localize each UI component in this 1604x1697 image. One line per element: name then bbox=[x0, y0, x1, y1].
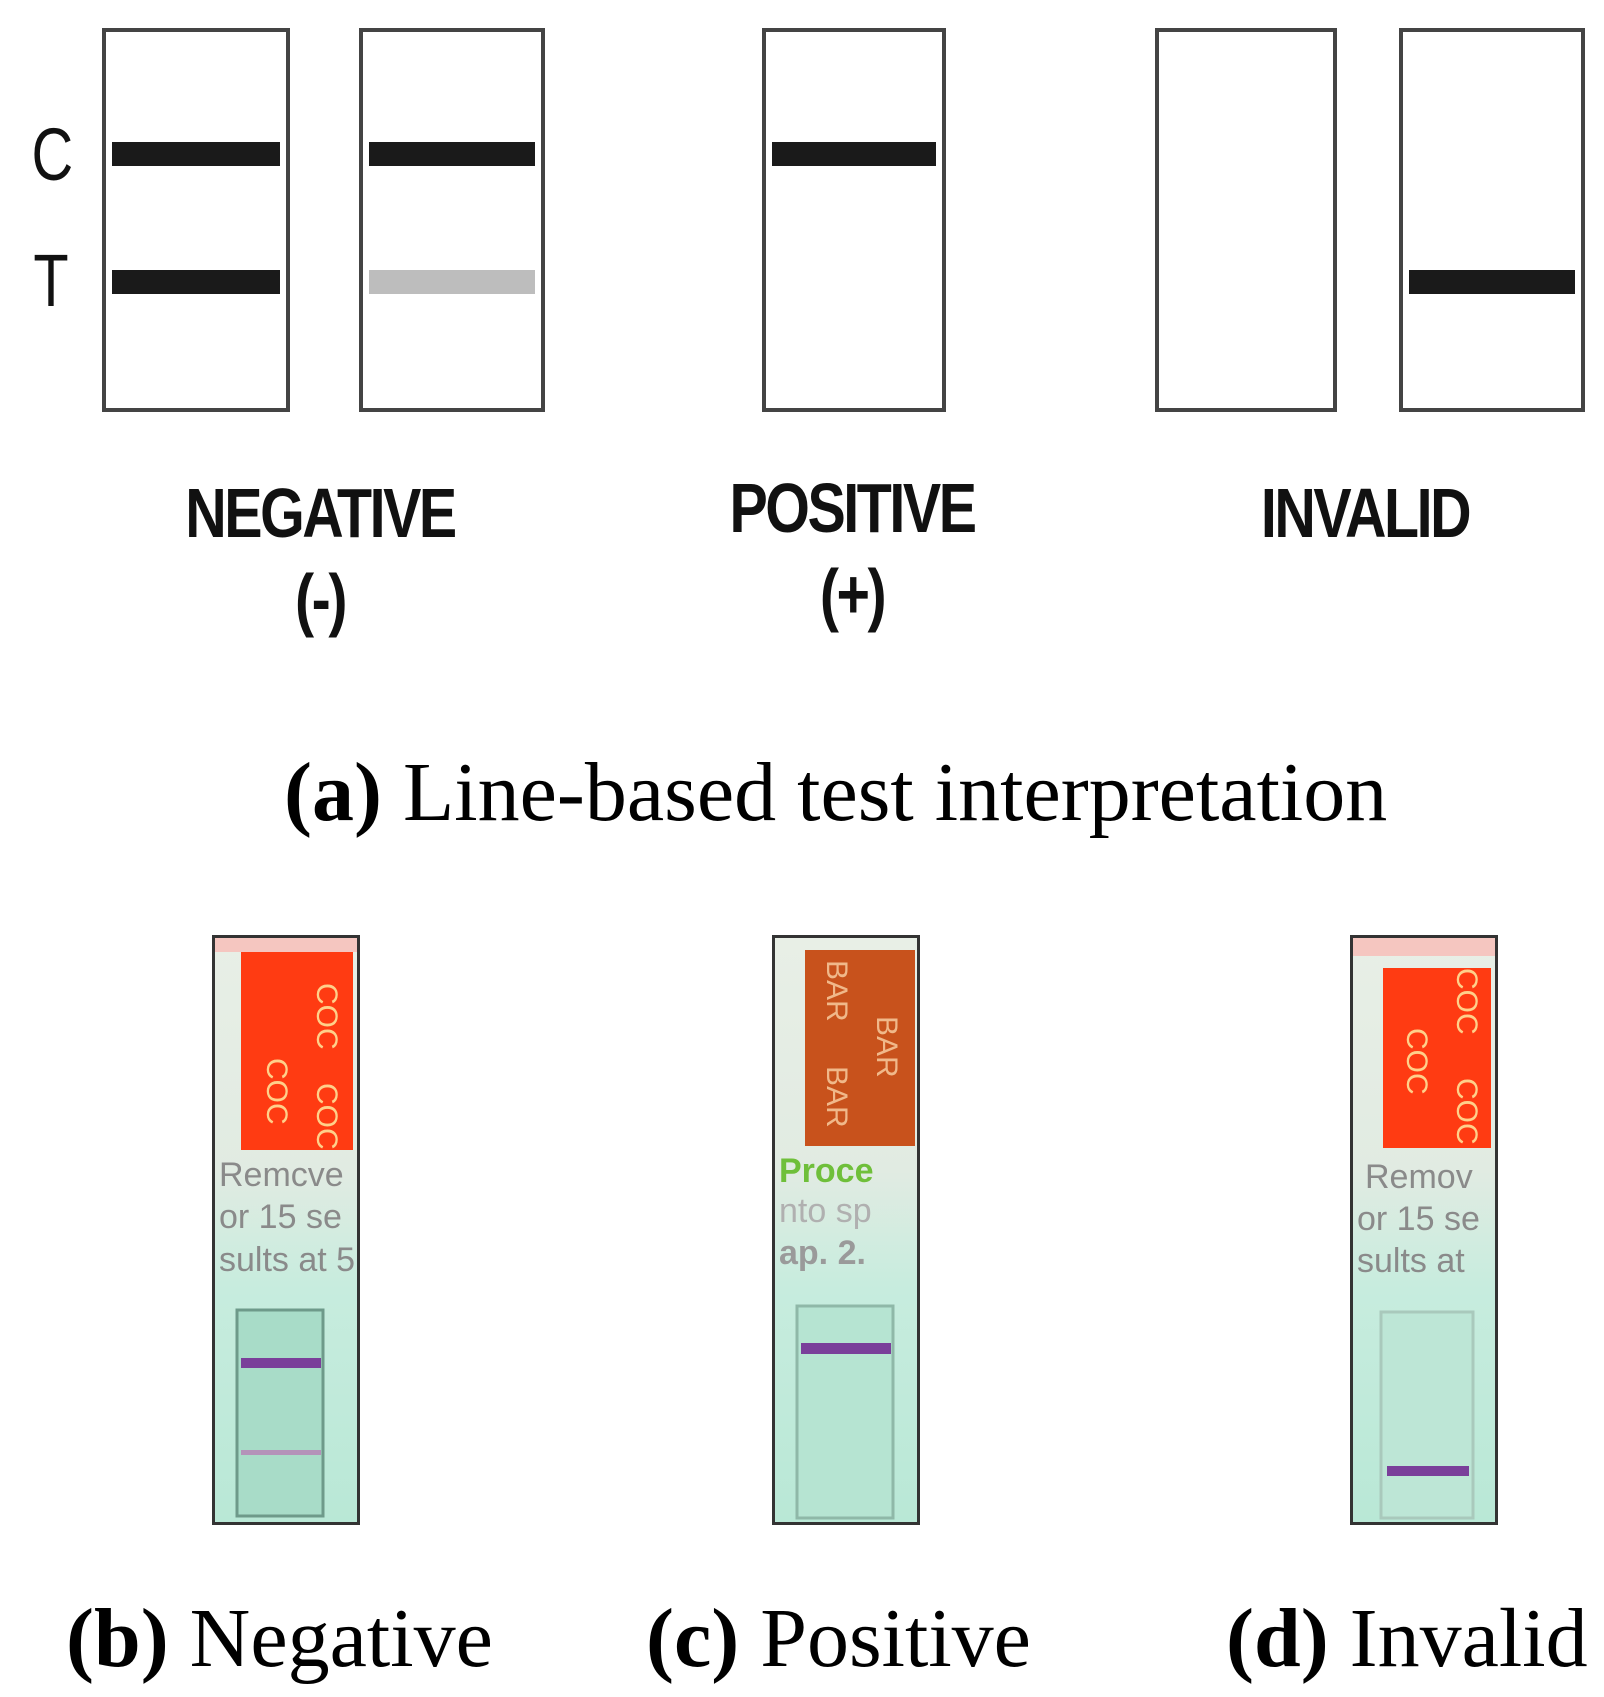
caption-b-letter: (b) bbox=[66, 1592, 169, 1685]
positive-label: POSITIVE (+) bbox=[729, 469, 977, 633]
drug-label-text: COC bbox=[1450, 1078, 1483, 1145]
faint-test-line bbox=[369, 270, 535, 294]
instruction-heading: Proce bbox=[779, 1152, 874, 1190]
caption-c-text: Positive bbox=[739, 1592, 1031, 1685]
instruction-line: sults at 5 bbox=[219, 1241, 355, 1279]
caption-a-text: Line-based test interpretation bbox=[381, 746, 1388, 839]
control-line bbox=[241, 1358, 321, 1368]
result-window bbox=[1379, 1310, 1475, 1520]
instruction-line: or 15 se bbox=[1357, 1200, 1480, 1238]
instruction-line: ap. 2. bbox=[779, 1234, 866, 1272]
invalid-strip-photo: COC COC COC Remov or 15 se sults at bbox=[1350, 935, 1498, 1525]
test-line bbox=[112, 270, 280, 294]
drug-label-sticker bbox=[241, 952, 353, 1150]
drug-label-text: COC bbox=[310, 983, 343, 1050]
caption-a: (a) Line-based test interpretation bbox=[284, 744, 1387, 841]
drug-label-text: BAR bbox=[820, 960, 853, 1022]
drug-label-text: BAR bbox=[870, 1016, 903, 1078]
caption-d: (d) Invalid bbox=[1226, 1590, 1588, 1687]
negative-label: NEGATIVE (-) bbox=[185, 474, 457, 638]
test-line-letter: T bbox=[33, 239, 69, 322]
instruction-line: Remcve bbox=[219, 1156, 344, 1194]
instruction-line: Remov bbox=[1365, 1158, 1473, 1196]
drug-label-text: COC bbox=[310, 1083, 343, 1150]
positive-diagram-strip bbox=[762, 28, 946, 412]
control-line bbox=[369, 142, 535, 166]
test-line bbox=[1387, 1466, 1469, 1476]
caption-c: (c) Positive bbox=[646, 1590, 1031, 1687]
instruction-line: or 15 se bbox=[219, 1198, 342, 1236]
negative-diagram-strip-1 bbox=[102, 28, 290, 412]
control-line-letter: C bbox=[31, 113, 74, 196]
drug-label-text: COC bbox=[1400, 1028, 1433, 1095]
instruction-line: nto sp bbox=[779, 1192, 872, 1230]
test-line bbox=[1409, 270, 1575, 294]
drug-label-text: COC bbox=[1450, 968, 1483, 1035]
result-window bbox=[235, 1308, 325, 1518]
drug-label-text: BAR bbox=[820, 1066, 853, 1128]
positive-strip-photo: BAR BAR BAR Proce nto sp ap. 2. bbox=[772, 935, 920, 1525]
control-line bbox=[112, 142, 280, 166]
invalid-diagram-strip-2 bbox=[1399, 28, 1585, 412]
negative-strip-photo: COC COC COC Remcve or 15 se sults at 5 bbox=[212, 935, 360, 1525]
drug-label-sticker bbox=[805, 950, 915, 1146]
caption-a-letter: (a) bbox=[284, 746, 382, 839]
caption-c-letter: (c) bbox=[646, 1592, 740, 1685]
invalid-label: INVALID bbox=[1260, 474, 1472, 552]
caption-b: (b) Negative bbox=[66, 1590, 493, 1687]
control-line bbox=[772, 142, 936, 166]
invalid-diagram-strip-1 bbox=[1155, 28, 1337, 412]
drug-label-sticker bbox=[1383, 968, 1491, 1148]
control-line bbox=[801, 1343, 891, 1354]
caption-d-letter: (d) bbox=[1226, 1592, 1329, 1685]
drug-label-text: COC bbox=[260, 1058, 293, 1125]
caption-b-text: Negative bbox=[168, 1592, 493, 1685]
faint-test-line bbox=[241, 1450, 321, 1455]
result-window bbox=[795, 1304, 895, 1520]
caption-d-text: Invalid bbox=[1328, 1592, 1588, 1685]
negative-diagram-strip-2 bbox=[359, 28, 545, 412]
instruction-line: sults at bbox=[1357, 1242, 1465, 1280]
